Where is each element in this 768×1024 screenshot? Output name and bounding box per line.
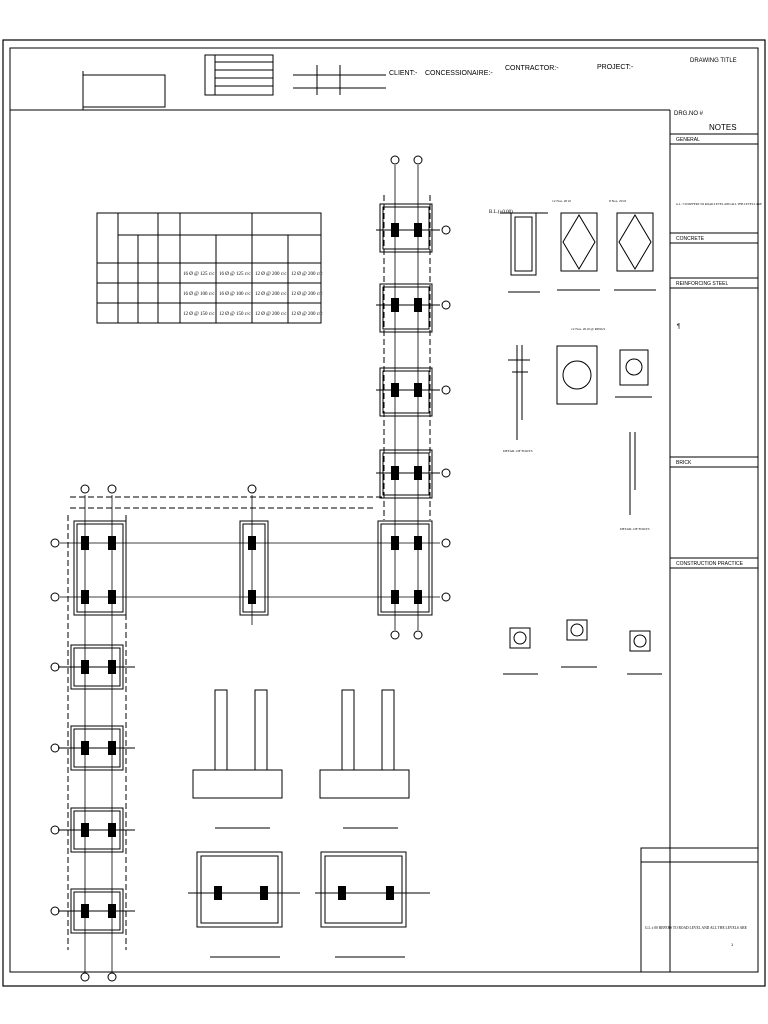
notes-reinforcing-mark: ¶ — [677, 324, 680, 330]
contractor-label: CONTRACTOR:- — [505, 65, 559, 72]
outer-border — [2, 39, 766, 987]
title-block: CLIENT:- CONCESSIONAIRE:- CONTRACTOR:- P… — [82, 54, 737, 117]
bar-note: 8 Nos. 20 Ø — [609, 199, 626, 203]
notes-footer-mark: 1 — [731, 942, 734, 947]
footing-elevation — [192, 689, 410, 829]
revision-grid — [204, 54, 274, 96]
footing-plan-lower — [188, 851, 430, 958]
notes-reinforcing-steel: REINFORCING STEEL — [676, 281, 728, 287]
small-column-details — [503, 619, 662, 675]
notes-general-text: G.L. ± 00 REFERS TO ROAD LEVEL AND ALL T… — [676, 202, 762, 206]
tie-beams — [67, 195, 431, 950]
drawing-no-label: DRG.NO # — [674, 111, 704, 117]
grid-lines — [58, 165, 440, 972]
bar-schedule-table: 16 Ø @ 125 c/c 16 Ø @ 125 c/c 12 Ø @ 200… — [96, 212, 323, 324]
client-label: CLIENT:- — [389, 70, 418, 77]
notes-concrete: CONCRETE — [676, 236, 705, 242]
drawing-title-label: DRAWING TITLE — [690, 58, 737, 64]
logo-box — [82, 74, 166, 108]
notes-footer-box — [640, 847, 759, 973]
schedule-cell: 12 Ø @ 200 c/c — [255, 312, 287, 317]
schedule-cell: 16 Ø @ 100 c/c — [183, 292, 215, 297]
notes-heading: NOTES — [709, 123, 737, 132]
schedule-cell: 12 Ø @ 200 c/c — [291, 312, 323, 317]
footing-plan — [70, 203, 433, 934]
notes-panel: NOTES GENERAL G.L. ± 00 REFERS TO ROAD L… — [640, 123, 762, 973]
notes-footer-text: G.L ± 00 REFERS TO ROAD LEVEL AND ALL TH… — [645, 926, 748, 930]
notes-brick: BRICK — [676, 460, 692, 466]
stirrup-note: 12 Nos. 20 Ø @ RINGS — [571, 327, 605, 331]
level-label: B.L.(+0.00) — [489, 210, 513, 215]
project-label: PROJECT:- — [597, 64, 634, 71]
schedule-cell: 12 Ø @ 150 c/c — [219, 312, 251, 317]
schedule-cell: 16 Ø @ 125 c/c — [183, 272, 215, 277]
concessionaire-label: CONCESSIONAIRE:- — [425, 70, 493, 77]
detail-label: DETAIL OF FOOTS — [503, 449, 533, 453]
bar-note: 12 Nos. 20 Ø — [552, 199, 571, 203]
schedule-cell: 12 Ø @ 200 c/c — [255, 292, 287, 297]
schedule-cell: 12 Ø @ 200 c/c — [291, 272, 323, 277]
column-stubs — [81, 223, 422, 918]
schedule-cell: 12 Ø @ 200 c/c — [255, 272, 287, 277]
foot-details: DETAIL OF FOOTS 12 Nos. 20 Ø @ RINGS DET… — [503, 327, 652, 531]
schedule-cell: 12 Ø @ 150 c/c — [183, 312, 215, 317]
inner-border — [9, 47, 759, 973]
schedule-cell: 16 Ø @ 100 c/c — [219, 292, 251, 297]
grid-bubbles — [50, 155, 451, 982]
notes-construction-practice: CONSTRUCTION PRACTICE — [676, 561, 744, 567]
schedule-cell: 12 Ø @ 200 c/c — [291, 292, 323, 297]
schedule-cell: 16 Ø @ 125 c/c — [219, 272, 251, 277]
notes-general: GENERAL — [676, 137, 700, 143]
detail-label: DETAIL OF FOOTS — [620, 527, 650, 531]
column-sections: B.L.(+0.00) 12 Nos. 20 Ø 8 Nos. 20 Ø — [489, 199, 656, 293]
